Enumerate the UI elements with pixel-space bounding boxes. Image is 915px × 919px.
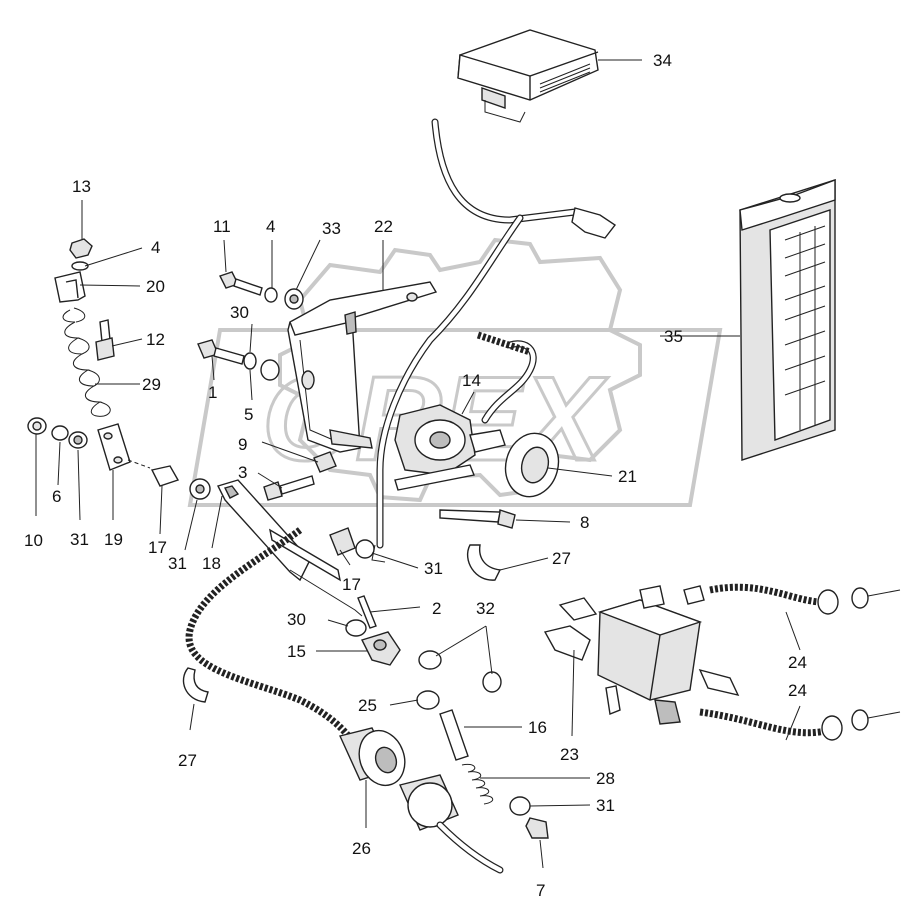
callout-19: 19 — [104, 530, 123, 549]
lever-and-cable — [185, 479, 504, 874]
callout-6: 6 — [52, 487, 61, 506]
callout-29: 29 — [142, 375, 161, 394]
callout-21: 21 — [618, 467, 637, 486]
callout-32: 32 — [476, 599, 495, 618]
callout-14: 14 — [462, 371, 481, 390]
callout-28: 28 — [596, 769, 615, 788]
bracket-assembly — [287, 281, 438, 453]
callout-4: 4 — [151, 238, 160, 257]
callout-31: 31 — [70, 530, 89, 549]
callout-1: 1 — [208, 383, 217, 402]
callout-17: 17 — [148, 538, 167, 557]
control-unit-box — [457, 29, 599, 123]
instrument-panel — [739, 178, 836, 461]
callout-34: 34 — [653, 51, 672, 70]
callout-4: 4 — [266, 217, 275, 236]
callout-25: 25 — [358, 696, 377, 715]
callout-30: 30 — [287, 610, 306, 629]
callout-12: 12 — [146, 330, 165, 349]
callout-31: 31 — [424, 559, 443, 578]
callout-24: 24 — [788, 681, 807, 700]
callout-35: 35 — [664, 327, 683, 346]
callout-27: 27 — [552, 549, 571, 568]
callout-26: 26 — [352, 839, 371, 858]
callout-24: 24 — [788, 653, 807, 672]
callout-16: 16 — [528, 718, 547, 737]
hardware-center — [345, 595, 549, 839]
callout-18: 18 — [202, 554, 221, 573]
callout-23: 23 — [560, 745, 579, 764]
callout-labels: 34 13 4 20 12 29 10 6 31 19 17 31 18 11 … — [24, 51, 807, 900]
spring-assembly — [54, 238, 115, 417]
callout-8: 8 — [580, 513, 589, 532]
callout-5: 5 — [244, 405, 253, 424]
callout-13: 13 — [72, 177, 91, 196]
callout-3: 3 — [238, 463, 247, 482]
callout-17: 17 — [342, 575, 361, 594]
sensor-unit — [394, 331, 537, 491]
callout-33: 33 — [322, 219, 341, 238]
callout-20: 20 — [146, 277, 165, 296]
callout-2: 2 — [432, 599, 441, 618]
leader-lines — [35, 59, 801, 869]
callout-11: 11 — [213, 217, 231, 236]
callout-31: 31 — [596, 796, 615, 815]
callout-31: 31 — [168, 554, 187, 573]
valve-block — [543, 583, 901, 741]
callout-22: 22 — [374, 217, 393, 236]
callout-7: 7 — [536, 881, 545, 900]
ring-seal — [504, 432, 560, 498]
callout-27: 27 — [178, 751, 197, 770]
callout-9: 9 — [238, 435, 247, 454]
bolts-upper — [197, 271, 516, 529]
hardware-left — [27, 417, 211, 500]
callout-10: 10 — [24, 531, 43, 550]
callout-15: 15 — [287, 642, 306, 661]
callout-30: 30 — [230, 303, 249, 322]
